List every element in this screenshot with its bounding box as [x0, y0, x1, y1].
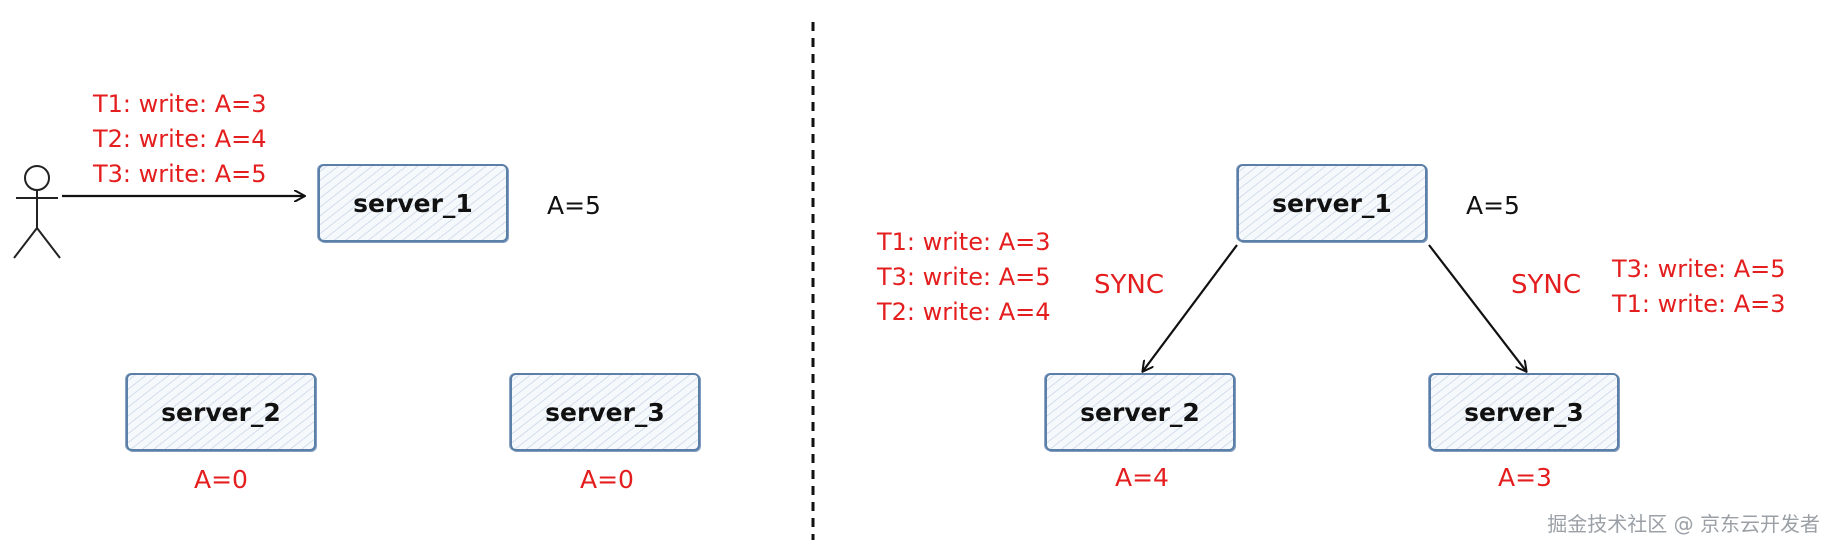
sync-arrow-to-server-3 [1428, 244, 1526, 371]
left-server-2-value: A=0 [194, 465, 248, 494]
client-op: T3: write: A=5 [93, 160, 267, 188]
left-server-2-box: server_2 [126, 373, 316, 451]
client-op: T2: write: A=4 [93, 125, 267, 153]
user-actor-icon [13, 165, 61, 259]
right-server-3-box: server_3 [1429, 373, 1619, 451]
sync-label-right: SYNC [1511, 270, 1581, 300]
received-op: T3: write: A=5 [877, 263, 1051, 291]
server-name: server_1 [1272, 188, 1392, 218]
right-server-3-value: A=3 [1498, 463, 1552, 492]
received-op: T1: write: A=3 [1612, 290, 1786, 318]
right-server-1-box: server_1 [1237, 164, 1427, 242]
client-ops-list: T1: write: A=3 T2: write: A=4 T3: write:… [93, 87, 267, 192]
sync-label-left: SYNC [1094, 270, 1164, 300]
right-server-2-box: server_2 [1045, 373, 1235, 451]
server-name: server_2 [161, 397, 281, 427]
left-server-1-value: A=5 [547, 191, 601, 220]
server-name: server_1 [353, 188, 473, 218]
watermark: 掘金技术社区 @ 京东云开发者 [1547, 512, 1820, 536]
left-server-1-box: server_1 [318, 164, 508, 242]
server-2-received-ops: T1: write: A=3 T3: write: A=5 T2: write:… [877, 225, 1051, 330]
server-3-received-ops: T3: write: A=5 T1: write: A=3 [1612, 252, 1786, 322]
received-op: T1: write: A=3 [877, 228, 1051, 256]
received-op: T3: write: A=5 [1612, 255, 1786, 283]
client-op: T1: write: A=3 [93, 90, 267, 118]
right-server-2-value: A=4 [1115, 463, 1169, 492]
received-op: T2: write: A=4 [877, 298, 1051, 326]
server-name: server_2 [1080, 397, 1200, 427]
right-server-1-value: A=5 [1466, 191, 1520, 220]
left-server-3-value: A=0 [580, 465, 634, 494]
server-name: server_3 [545, 397, 665, 427]
sync-arrow-to-server-2 [1143, 244, 1238, 371]
left-server-3-box: server_3 [510, 373, 700, 451]
server-name: server_3 [1464, 397, 1584, 427]
